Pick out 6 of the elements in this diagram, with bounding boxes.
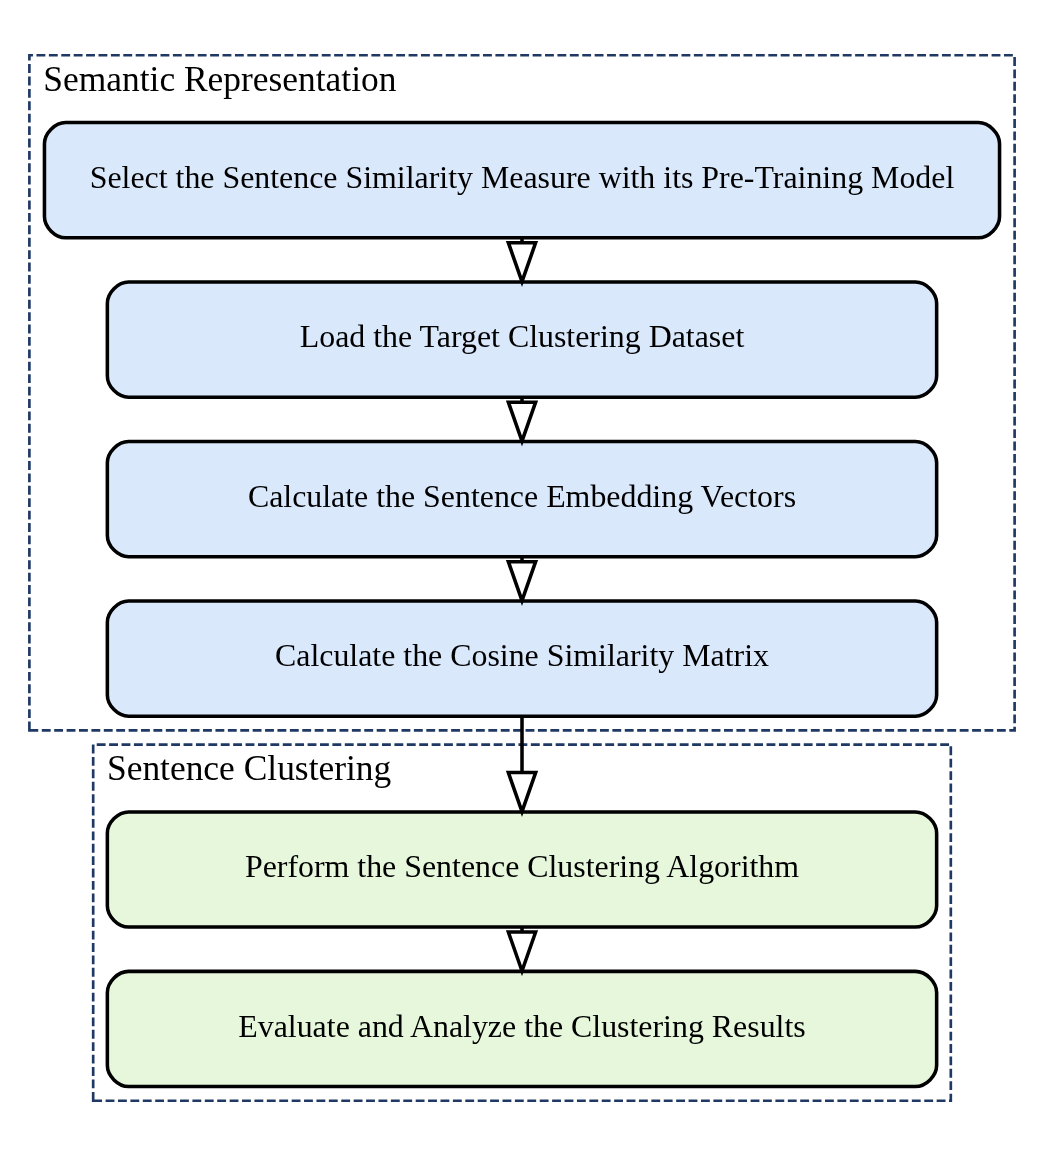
node-box: Calculate the Sentence Embedding Vectors (105, 439, 939, 559)
node-box: Evaluate and Analyze the Clustering Results (105, 969, 939, 1089)
arrow (505, 716, 539, 817)
node-box: Select the Sentence Similarity Measure with its Pre-Training Model (42, 120, 1002, 240)
node-box: Perform the Sentence Clustering Algorithm (105, 810, 939, 929)
node-box: Calculate the Cosine Similarity Matrix (105, 599, 939, 718)
